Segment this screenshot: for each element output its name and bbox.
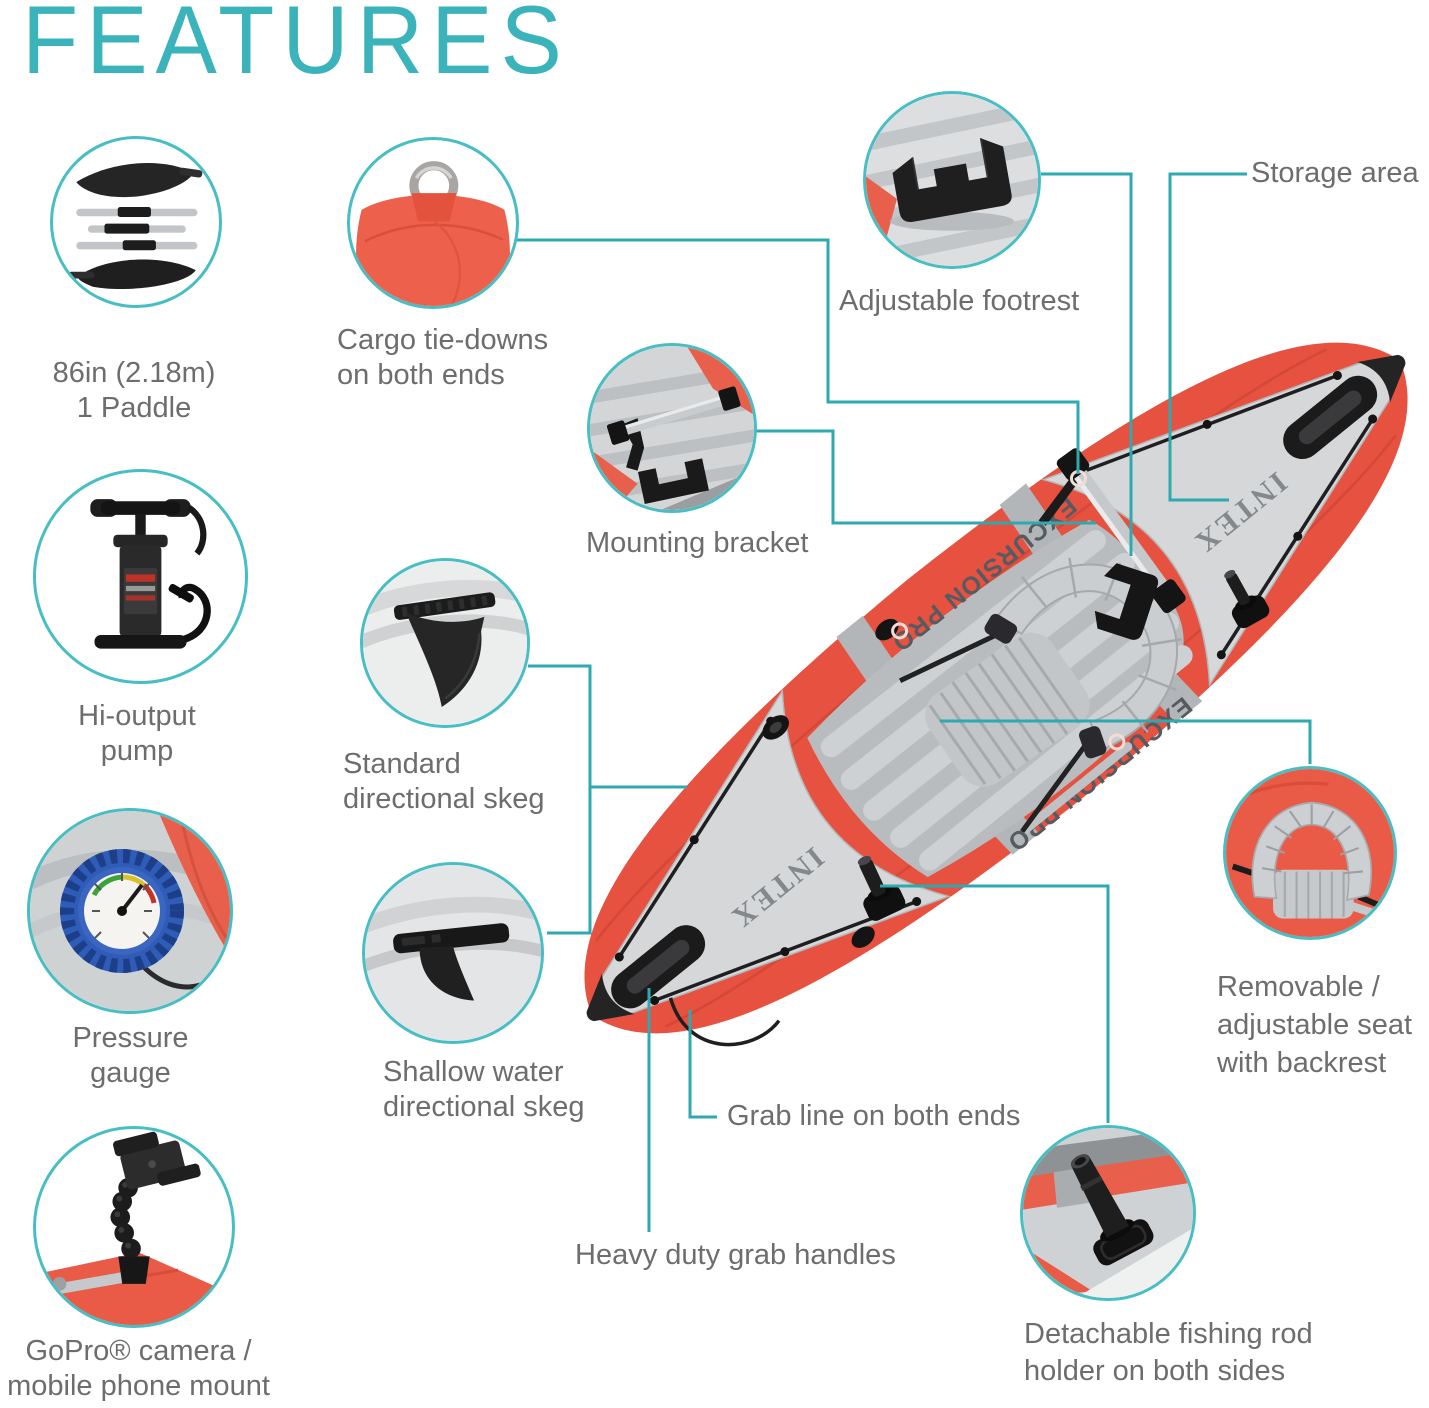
line-skegs — [528, 664, 592, 935]
line-rod-holder — [880, 884, 1110, 1123]
seat-photo-circle — [1223, 766, 1397, 940]
tie-down-rings — [891, 469, 1126, 751]
stern-tip-cap — [586, 973, 635, 1022]
kayak-mounting-bracket — [1038, 448, 1186, 640]
gauge-photo-circle — [27, 808, 233, 1014]
rod-holder-label: Detachable fishing rod holder on both si… — [1024, 1318, 1313, 1387]
cargo-photo-circle — [347, 137, 519, 309]
bracket-photo-circle — [587, 343, 757, 513]
seat-icon — [1226, 769, 1394, 937]
bracket-label: Mounting bracket — [586, 527, 809, 559]
rod-holder-bow — [1224, 569, 1270, 629]
rod-holder-stern — [857, 855, 906, 921]
line-cargo — [516, 238, 1080, 474]
line-footrest — [1041, 172, 1133, 556]
paddle-label: 86in (2.18m) 1 Paddle — [52, 357, 216, 424]
shallow-skeg-photo-circle — [362, 862, 544, 1044]
mounting-bracket-icon — [590, 346, 754, 510]
line-grab-line — [688, 1010, 717, 1119]
line-storage — [1168, 172, 1247, 502]
paddle-photo-circle — [50, 136, 222, 308]
pump-icon — [90, 499, 211, 649]
page-title: FEATURES — [22, 0, 570, 95]
kayak-footrest — [1094, 563, 1159, 640]
std-skeg-photo-circle — [360, 558, 530, 728]
shallow-skeg-icon — [365, 865, 541, 1041]
footrest-label: Adjustable footrest — [839, 285, 1080, 317]
gopro-label: GoPro® camera / mobile phone mount — [7, 1335, 270, 1402]
standard-skeg-icon — [363, 561, 527, 725]
gauge-label: Pressure gauge — [72, 1022, 189, 1089]
handles-label: Heavy duty grab handles — [575, 1239, 896, 1271]
storage-label: Storage area — [1251, 157, 1419, 189]
std-skeg-label: Standard directional skeg — [343, 748, 545, 815]
grab-line-label: Grab line on both ends — [727, 1100, 1021, 1132]
stern-grab-handle — [611, 925, 706, 1009]
bow-grab-handle — [1283, 375, 1378, 460]
cargo-label: Cargo tie-downs on both ends — [337, 324, 549, 391]
gopro-photo-circle — [33, 1126, 235, 1328]
paddle-icon — [67, 163, 203, 290]
cargo-tiedown-icon — [356, 161, 510, 306]
pump-photo-circle — [33, 469, 248, 684]
bow-tip-cap — [1357, 354, 1406, 403]
footrest-icon — [866, 94, 1038, 266]
shallow-skeg-label: Shallow water directional skeg — [383, 1056, 585, 1123]
pressure-gauge-icon — [30, 811, 230, 1011]
line-bracket — [755, 429, 1096, 525]
pump-label: Hi-output pump — [78, 700, 196, 767]
seat-label: Removable / adjustable seat with backres… — [1217, 971, 1413, 1079]
footrest-photo-circle — [863, 91, 1041, 269]
gopro-mount-icon — [36, 1131, 232, 1325]
rod-holder-photo-circle — [1020, 1125, 1196, 1301]
rod-holder-icon — [1023, 1128, 1193, 1298]
line-seat — [940, 719, 1312, 764]
